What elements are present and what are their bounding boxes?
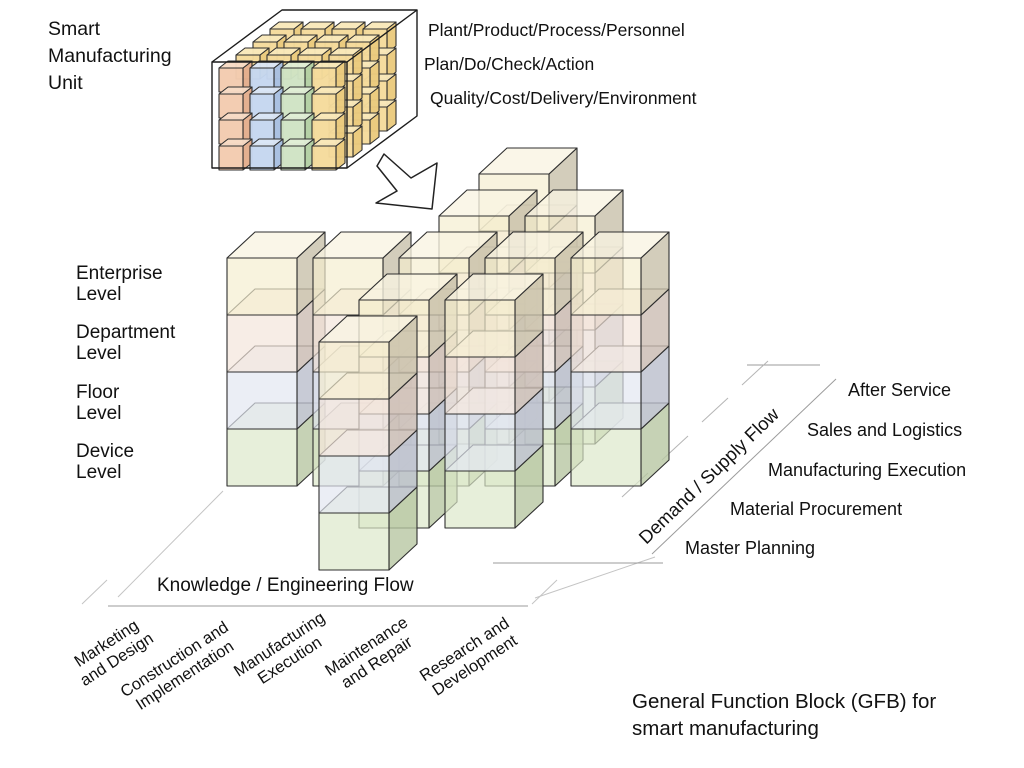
transform-arrow-icon [375,153,438,210]
demand-axis-diagonal [651,378,837,555]
level-label-enterprise: Enterprise Level [76,263,163,305]
level-label-department: Department Level [76,322,176,364]
axis-lines [81,360,837,607]
unit-dimension-label-2: Plan/Do/Check/Action [424,54,595,74]
knowledge-axis-right-tick [531,579,558,605]
demand-stage-master-planning: Master Planning [685,538,816,558]
unit-dimension-label-1: Plant/Product/Process/Personnel [428,20,685,40]
smart-unit-cube [218,21,397,171]
unit-dimension-label-3: Quality/Cost/Delivery/Environment [430,88,697,108]
level-label-device: Device Level [76,441,135,483]
demand-stage-sales-and-logistics: Sales and Logistics [807,420,963,440]
knowledge-axis-label: Knowledge / Engineering Flow [157,575,414,596]
smart-unit-wireframe [211,9,418,169]
level-label-floor: Floor Level [76,382,122,424]
function-block-towers [226,147,670,571]
left-riser-line [117,490,224,598]
smart-unit-title: Smart Manufacturing Unit [48,18,172,94]
right-riser-line [534,556,656,599]
knowledge-axis-left-tick [81,579,108,605]
demand-stage-material-procurement: Material Procurement [730,499,903,519]
demand-stage-manufacturing-execution: Manufacturing Execution [768,460,967,480]
figure-caption: General Function Block (GFB) for smart m… [632,690,937,740]
demand-stage-after-service: After Service [848,380,952,400]
